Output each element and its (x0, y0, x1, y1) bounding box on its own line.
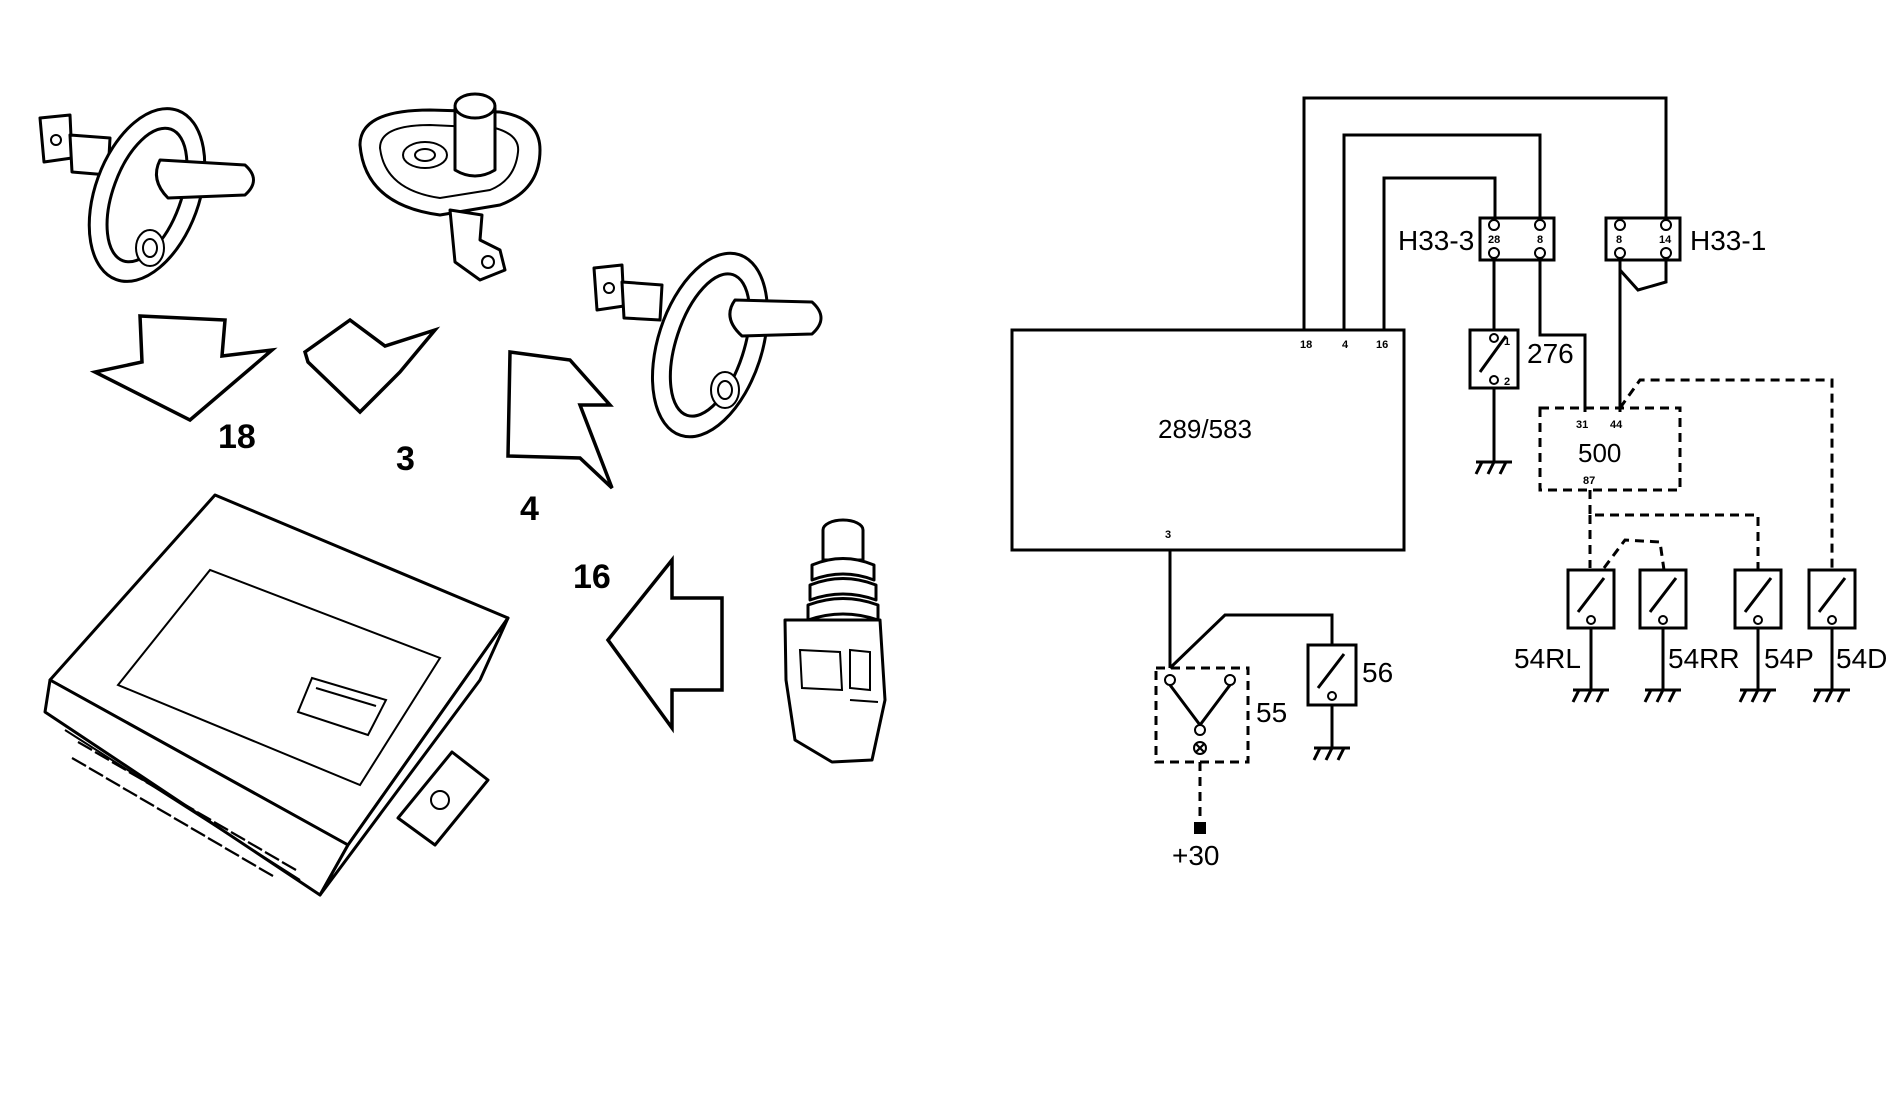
switch-276-pin-1: 1 (1504, 336, 1510, 348)
door-switch-top-left (38, 107, 255, 283)
ecu-pin-18: 18 (1300, 339, 1312, 351)
door-switch-mid-right (592, 251, 823, 439)
supply-terminal (1194, 822, 1206, 834)
door-switch-54rr (1638, 568, 1688, 703)
component-illustration: 18 3 4 16 (38, 92, 887, 897)
ecu-pin-3: 3 (1165, 529, 1171, 541)
door-switch-54d-label: 54D (1836, 643, 1887, 674)
supply-label: +30 (1172, 840, 1220, 871)
ecu-pin-4: 4 (1342, 339, 1349, 351)
ecu-label: 289/583 (1158, 414, 1252, 444)
door-switch-54p (1733, 568, 1783, 703)
switch-55-label: 55 (1256, 697, 1287, 728)
h33-1-label: H33-1 (1690, 225, 1766, 256)
door-switch-54d (1807, 568, 1857, 703)
wire-switch55-switch56 (1168, 613, 1334, 670)
switch-56 (1306, 643, 1358, 761)
module-500 (1538, 406, 1682, 492)
ecu-block (1010, 328, 1406, 552)
switch-55 (1154, 666, 1250, 764)
h33-3-label: H33-3 (1398, 225, 1474, 256)
wiring-schematic: 289/583 18 4 16 3 28 8 H33-3 8 14 H33-1 (1010, 96, 1887, 871)
h33-3-pin-b: 8 (1537, 234, 1543, 246)
switch-276-label: 276 (1527, 338, 1574, 369)
door-switch-54rl-label: 54RL (1514, 643, 1581, 674)
wire-ecu18-h33-1 (1302, 96, 1668, 330)
door-switch-top-middle (358, 92, 542, 282)
arrow-4 (506, 350, 614, 490)
ecu-pin-16: 16 (1376, 339, 1388, 351)
control-unit-box (43, 493, 510, 897)
module-500-pin-87: 87 (1583, 475, 1595, 487)
plunger-switch (783, 518, 887, 764)
connector-h33-3 (1478, 216, 1556, 262)
module-500-pin-31: 31 (1576, 419, 1588, 431)
h33-1-pin-b: 14 (1659, 234, 1672, 246)
h33-3-pin-a: 28 (1488, 234, 1500, 246)
arrow-16 (605, 555, 724, 734)
wire-h33-3-module500 (1538, 260, 1587, 412)
arrow-label-18: 18 (218, 418, 256, 456)
arrow-3 (302, 317, 441, 415)
connector-h33-1 (1604, 216, 1682, 262)
door-switch-54p-label: 54P (1764, 643, 1814, 674)
ground-icon (1474, 460, 1512, 475)
switch-276-pin-2: 2 (1504, 376, 1510, 388)
switch-56-label: 56 (1362, 657, 1393, 688)
connector-pins (71, 741, 297, 877)
wire-ecu4-h33-3-pin8 (1342, 133, 1542, 330)
arrow-label-3: 3 (396, 440, 415, 478)
module-500-label: 500 (1578, 438, 1621, 468)
door-switch-54rl (1566, 568, 1616, 703)
h33-1-pin-a: 8 (1616, 234, 1622, 246)
door-switch-54rr-label: 54RR (1668, 643, 1740, 674)
arrow-label-4: 4 (520, 490, 539, 528)
module-500-pin-44: 44 (1610, 419, 1623, 431)
wire-ecu16-h33-3-pin28 (1382, 176, 1497, 330)
arrow-18 (89, 314, 278, 423)
arrow-label-16: 16 (573, 558, 611, 596)
